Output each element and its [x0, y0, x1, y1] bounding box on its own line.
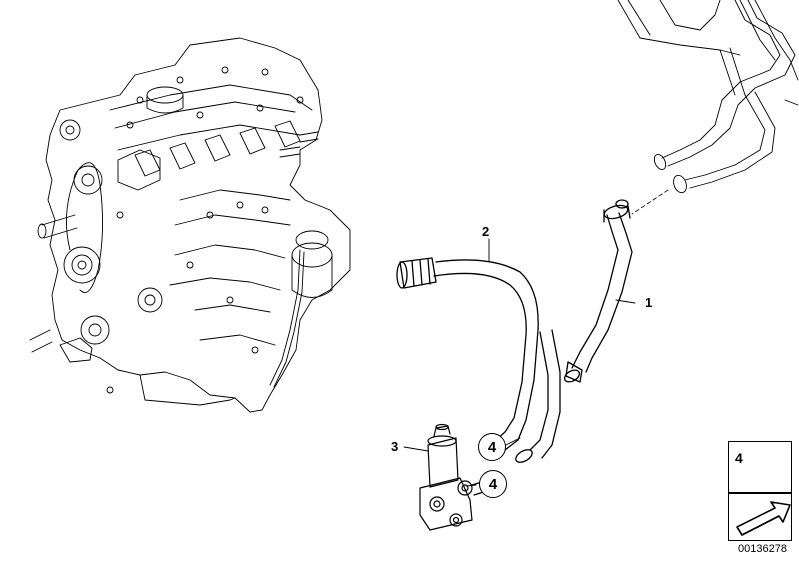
callout-4-upper: 4 — [478, 433, 506, 461]
leader-4b — [465, 484, 477, 487]
valve-3-drawing — [419, 423, 491, 531]
leader-1 — [615, 299, 636, 304]
part-label-3: 3 — [391, 439, 399, 454]
clamp-inset-label: 4 — [735, 450, 743, 466]
clamp-inset-box — [728, 441, 792, 493]
doc-id: 00136278 — [738, 543, 787, 555]
hose-2-drawing — [396, 257, 561, 463]
leader-4a — [503, 437, 521, 447]
part-label-1: 1 — [645, 295, 653, 310]
arrow-inset-box — [728, 493, 792, 541]
hose-1-drawing — [563, 199, 633, 383]
arrow-icon-drawing — [736, 501, 791, 537]
part-label-2: 2 — [482, 224, 490, 239]
leader-3 — [403, 446, 429, 452]
heater-pipes-illustration — [617, 0, 799, 194]
engine-illustration — [29, 37, 351, 413]
assembly-leader-line — [631, 189, 669, 215]
callout-4-lower: 4 — [479, 470, 507, 498]
